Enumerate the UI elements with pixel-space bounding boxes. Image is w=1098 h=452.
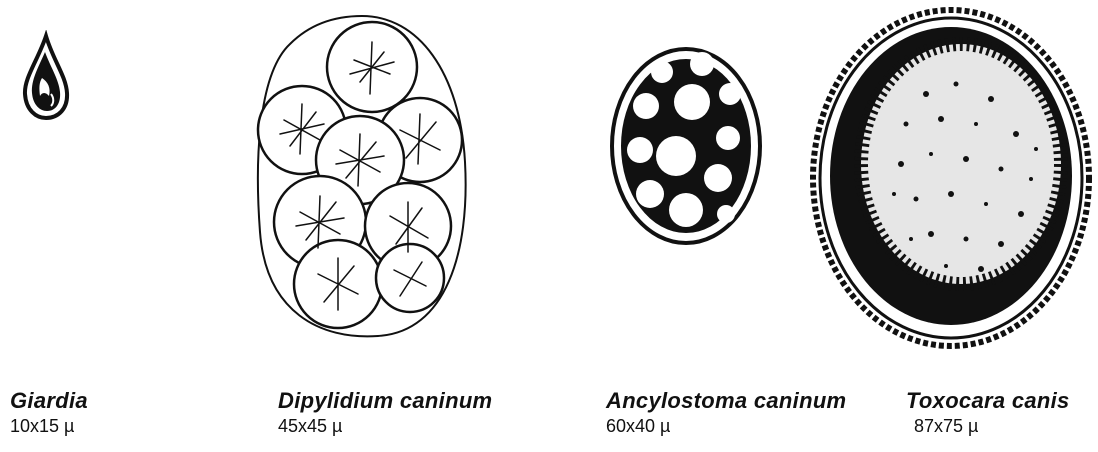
species-name: Ancylostoma caninum — [606, 388, 846, 414]
size-measurement: 60x40 µ — [606, 414, 846, 438]
size-measurement: 45x45 µ — [278, 414, 492, 438]
giardia-cyst-icon — [18, 30, 74, 122]
toxocara-egg-icon — [806, 4, 1096, 352]
size-measurement: 10x15 µ — [10, 414, 88, 438]
ancylostoma-label: Ancylostoma caninum 60x40 µ — [606, 388, 846, 438]
ancylostoma-egg-icon — [606, 44, 766, 248]
giardia-label: Giardia 10x15 µ — [10, 388, 88, 438]
size-measurement: 87x75 µ — [906, 414, 1070, 438]
toxocara-label: Toxocara canis 87x75 µ — [906, 388, 1070, 438]
dipylidium-label: Dipylidium caninum 45x45 µ — [278, 388, 492, 438]
species-name: Toxocara canis — [906, 388, 1070, 414]
species-name: Dipylidium caninum — [278, 388, 492, 414]
species-name: Giardia — [10, 388, 88, 414]
dipylidium-egg-packet-icon — [250, 12, 475, 342]
